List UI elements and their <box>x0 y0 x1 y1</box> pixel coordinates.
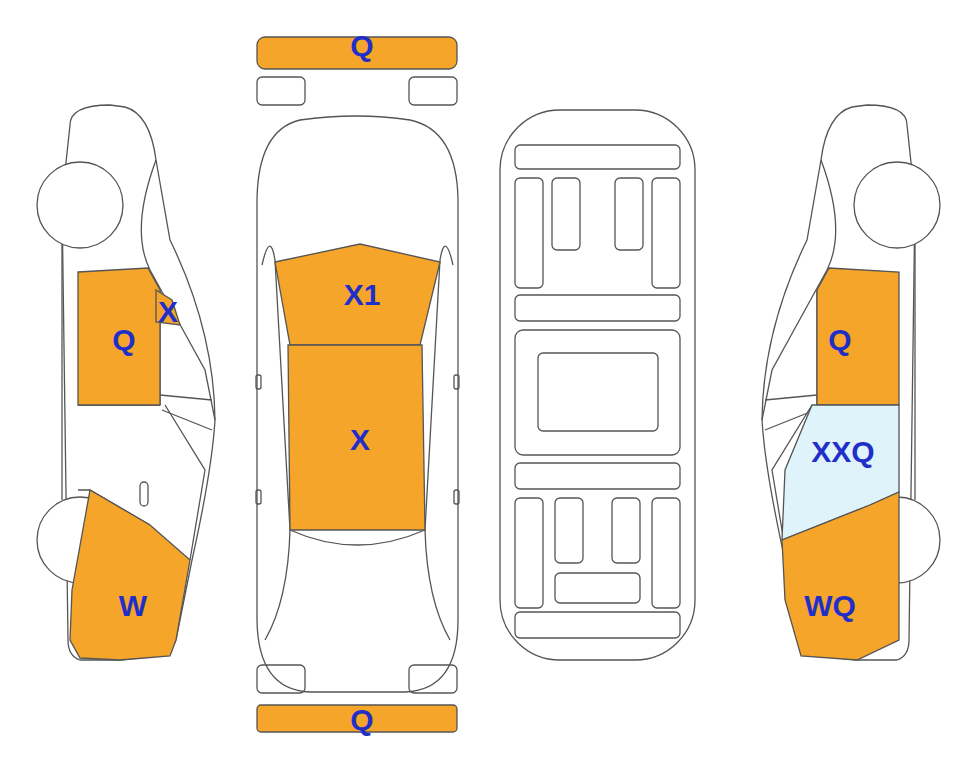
damage-code: W <box>119 591 147 621</box>
right-front-door-fill <box>817 268 899 405</box>
damage-code: XXQ <box>811 437 874 467</box>
left-front-door: QX <box>76 266 168 408</box>
left-rear-quarter-shape <box>66 486 194 662</box>
left-rear-quarter-fill <box>70 490 190 660</box>
right-rear-quarter-shape <box>766 486 902 662</box>
damage-code: WQ <box>804 591 856 621</box>
right-rear-quarter: WQ <box>766 486 902 662</box>
hood-panel-fill <box>275 244 440 345</box>
roof-panel: X <box>282 342 430 534</box>
roof-panel-fill <box>288 345 425 530</box>
hood-panel: X1 <box>270 240 446 348</box>
right-side-view <box>762 105 940 660</box>
front-bumper: Q <box>255 33 459 71</box>
left-front-door-fill <box>78 268 160 405</box>
right-rear-quarter-fill <box>782 492 899 660</box>
damage-code: X <box>158 297 178 327</box>
damage-code: Q <box>112 325 135 355</box>
damage-code: Q <box>828 325 851 355</box>
rear-bumper: Q <box>255 702 459 736</box>
damage-code: Q <box>350 31 373 61</box>
damage-code: Q <box>350 705 373 735</box>
damage-code: X <box>350 425 370 455</box>
right-front-door: Q <box>792 266 884 408</box>
left-side-view <box>37 105 215 660</box>
left-quarter-window: X <box>152 286 184 330</box>
damage-code: X1 <box>344 280 381 310</box>
left-rear-quarter: W <box>66 486 194 662</box>
bottom-view <box>500 110 695 660</box>
top-view <box>256 77 459 693</box>
